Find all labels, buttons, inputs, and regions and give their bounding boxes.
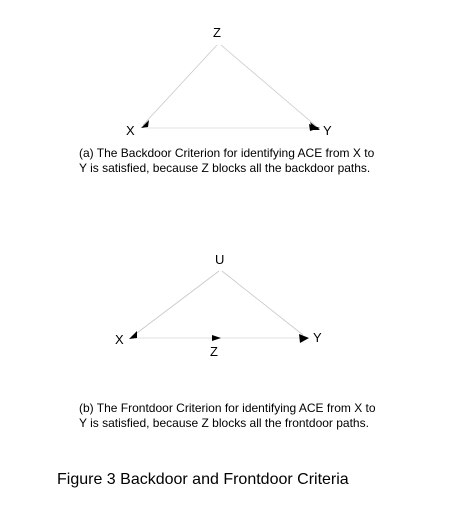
node-y: Y	[323, 123, 332, 138]
node-x: X	[126, 123, 135, 138]
node-y: Y	[313, 330, 322, 345]
diagram-b: U X Y Z	[115, 252, 322, 359]
arrowhead-z-y	[299, 334, 309, 343]
node-z: Z	[210, 344, 218, 359]
arrowhead-x-z	[212, 335, 221, 341]
node-z: Z	[213, 25, 221, 40]
edge-u-to-x	[132, 270, 220, 337]
edge-z-to-x	[142, 44, 218, 126]
figure-title: Figure 3 Backdoor and Frontdoor Criteria	[57, 471, 349, 488]
node-u: U	[215, 252, 224, 267]
node-x: X	[115, 332, 124, 347]
arrowhead-x-y	[309, 124, 320, 131]
caption-frontdoor: (b) The Frontdoor Criterion for identify…	[79, 401, 376, 430]
caption-backdoor: (a) The Backdoor Criterion for identifyi…	[79, 146, 375, 175]
arrowhead-z-x	[141, 120, 149, 128]
edge-z-to-y	[220, 44, 317, 127]
edge-u-to-y	[221, 270, 304, 336]
diagram-a: Z X Y	[126, 25, 332, 138]
arrowhead-u-x	[129, 331, 137, 339]
